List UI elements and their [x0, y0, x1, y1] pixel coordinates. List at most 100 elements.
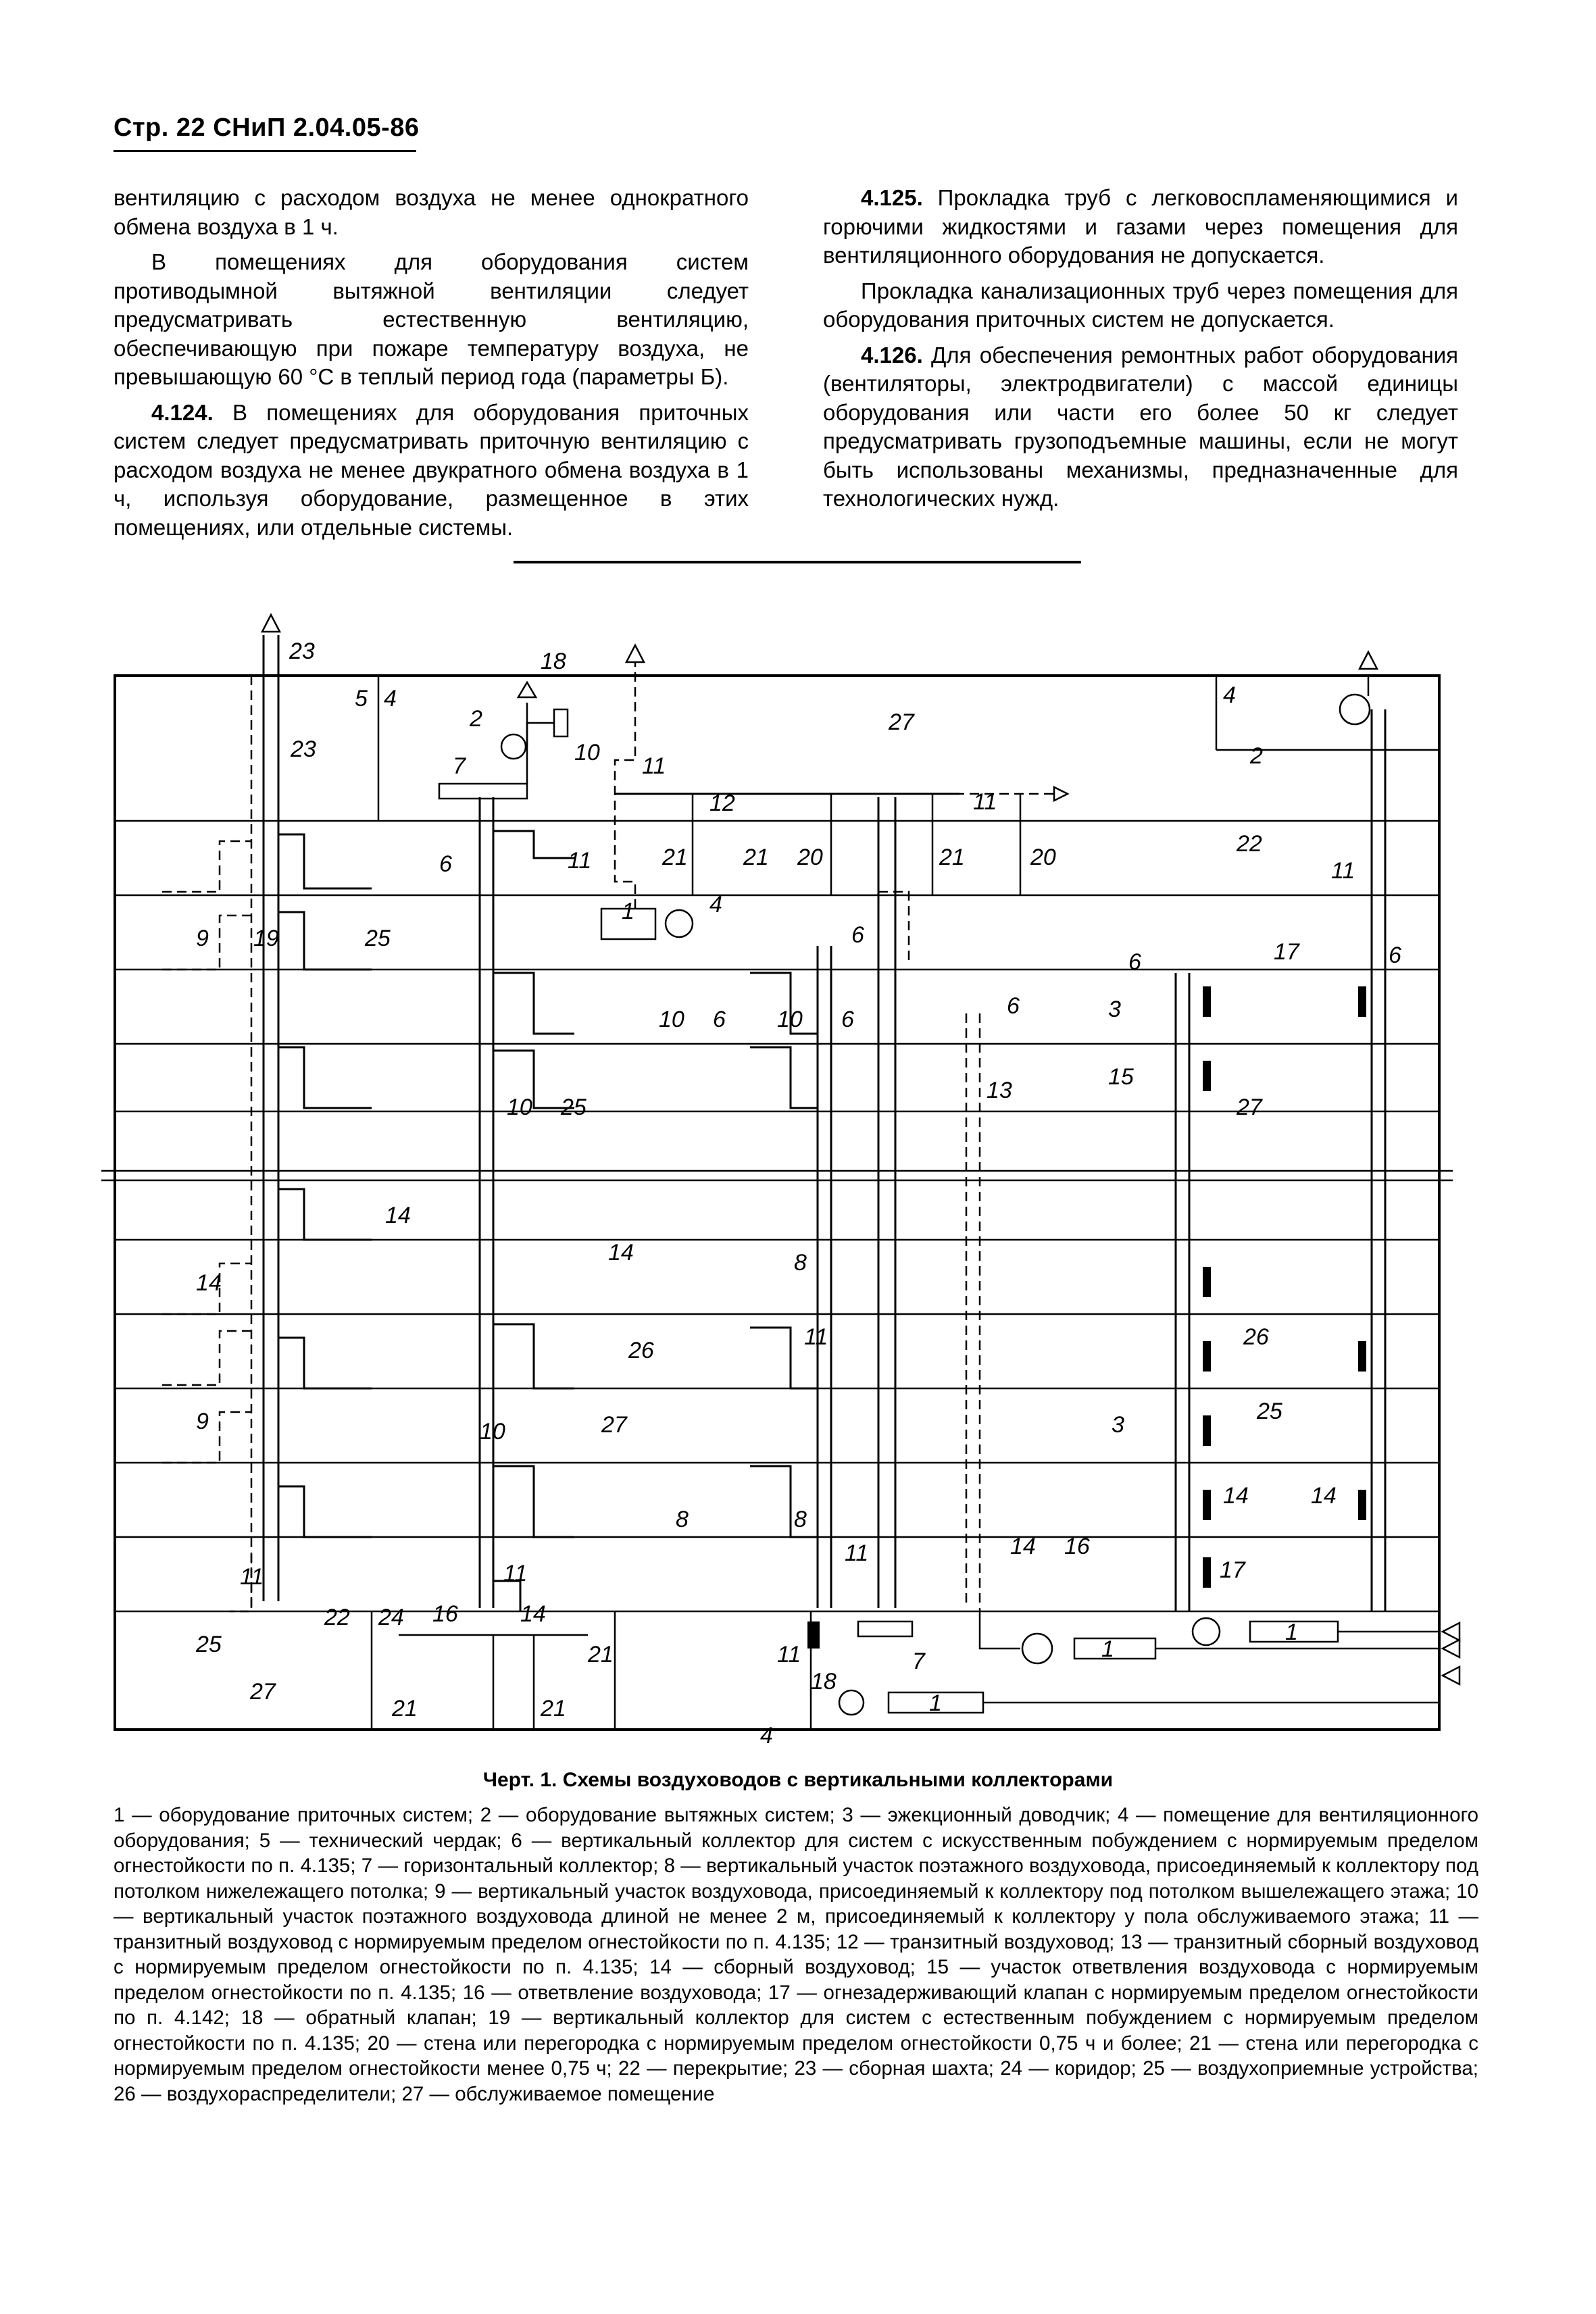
ejector-area — [965, 1013, 1461, 1686]
label-18: 18 — [811, 1669, 837, 1694]
label-14: 14 — [1010, 1534, 1036, 1559]
label-10: 10 — [507, 1095, 532, 1120]
page-header: Стр. 22 СНиП 2.04.05-86 — [114, 114, 420, 142]
label-25: 25 — [195, 1632, 222, 1657]
label-8: 8 — [676, 1507, 689, 1532]
label-3: 3 — [1112, 1412, 1124, 1438]
label-27: 27 — [601, 1412, 628, 1438]
label-13: 13 — [987, 1078, 1012, 1103]
branch-ducts-center — [493, 830, 574, 1611]
exhaust-collector-right — [1174, 650, 1387, 1611]
label-21: 21 — [540, 1696, 566, 1721]
label-20: 20 — [797, 845, 823, 870]
clause-text: Прокладка труб с легковоспламеняющимися … — [823, 185, 1458, 268]
label-9: 9 — [196, 1409, 209, 1434]
label-7: 7 — [453, 753, 466, 779]
label-10: 10 — [659, 1007, 684, 1032]
label-25: 25 — [560, 1095, 587, 1120]
label-14: 14 — [196, 1270, 222, 1296]
label-27: 27 — [249, 1679, 276, 1705]
label-25: 25 — [364, 926, 391, 951]
label-14: 14 — [520, 1601, 546, 1627]
label-21: 21 — [662, 845, 688, 870]
label-22: 22 — [1236, 831, 1262, 857]
label-21: 21 — [587, 1642, 614, 1667]
section-separator — [514, 561, 1081, 563]
left-paragraph-3: 4.124. В помещениях для оборудования при… — [114, 399, 749, 543]
label-11: 11 — [777, 1642, 801, 1667]
label-11: 11 — [845, 1540, 868, 1566]
label-20: 20 — [1030, 845, 1056, 870]
clause-text: В помещениях для оборудования приточных … — [114, 399, 749, 540]
label-17: 17 — [1220, 1557, 1246, 1583]
label-6: 6 — [1128, 949, 1141, 975]
label-2: 2 — [469, 706, 482, 732]
left-column: вентиляцию с расходом воздуха не менее о… — [114, 184, 749, 542]
label-11: 11 — [503, 1561, 527, 1586]
label-11: 11 — [240, 1564, 264, 1590]
vertical-collector-center — [438, 680, 569, 1608]
label-15: 15 — [1108, 1064, 1134, 1090]
clause-number: 4.126. — [861, 342, 923, 368]
label-2: 2 — [1249, 743, 1263, 769]
label-22: 22 — [324, 1605, 350, 1630]
label-6: 6 — [1389, 942, 1401, 968]
label-25: 25 — [1256, 1399, 1282, 1424]
label-14: 14 — [1311, 1483, 1337, 1509]
label-1: 1 — [1101, 1636, 1114, 1662]
label-21: 21 — [743, 845, 769, 870]
clause-text: Для обеспечения ремонтных работ оборудов… — [823, 342, 1458, 511]
label-10: 10 — [574, 740, 600, 765]
label-27: 27 — [1236, 1095, 1263, 1120]
label-6: 6 — [1007, 993, 1020, 1019]
label-11: 11 — [642, 753, 666, 779]
ventilation-diagram: 23 23 5 4 2 18 7 10 11 27 4 2 12 11 22 1… — [101, 613, 1461, 1749]
label-23: 23 — [289, 638, 315, 664]
basement — [370, 1611, 820, 1730]
label-4: 4 — [760, 1723, 773, 1749]
label-21: 21 — [939, 845, 965, 870]
label-10: 10 — [777, 1007, 803, 1032]
label-5: 5 — [355, 686, 368, 711]
label-11: 11 — [1331, 858, 1355, 884]
label-7: 7 — [912, 1649, 926, 1674]
branch-ducts-left — [162, 833, 372, 1613]
label-14: 14 — [1223, 1483, 1249, 1509]
label-8: 8 — [794, 1250, 807, 1276]
label-16: 16 — [1064, 1534, 1090, 1559]
label-4: 4 — [1223, 682, 1236, 708]
label-12: 12 — [709, 790, 735, 816]
label-6: 6 — [713, 1007, 726, 1032]
label-1: 1 — [622, 899, 634, 924]
right-column: 4.125. Прокладка труб с легковоспламеняю… — [823, 184, 1458, 513]
figure-caption: Черт. 1. Схемы воздуховодов с вертикальн… — [482, 1769, 1114, 1791]
header-rule — [114, 150, 416, 152]
label-24: 24 — [378, 1605, 404, 1630]
label-14: 14 — [608, 1240, 634, 1265]
collection-shaft — [250, 613, 282, 1611]
label-10: 10 — [480, 1419, 505, 1444]
clause-number: 4.124. — [151, 399, 214, 425]
right-paragraph-3: 4.126. Для обеспечения ремонтных работ о… — [823, 341, 1458, 513]
label-8: 8 — [794, 1507, 807, 1532]
label-18: 18 — [541, 649, 566, 674]
vertical-collector-right — [838, 785, 1439, 1716]
label-1: 1 — [1285, 1619, 1298, 1645]
label-11: 11 — [804, 1324, 828, 1350]
label-3: 3 — [1108, 997, 1121, 1022]
figure-legend: 1 — оборудование приточных систем; 2 — о… — [114, 1804, 1478, 2105]
label-6: 6 — [841, 1007, 854, 1032]
label-19: 19 — [253, 926, 279, 951]
label-11: 11 — [973, 789, 997, 815]
label-27: 27 — [888, 709, 915, 735]
label-11: 11 — [568, 848, 591, 874]
clause-number: 4.125. — [861, 185, 923, 210]
label-14: 14 — [385, 1203, 411, 1228]
label-21: 21 — [391, 1696, 418, 1721]
label-26: 26 — [1243, 1324, 1269, 1350]
label-1: 1 — [929, 1690, 942, 1716]
branch-ducts-right-center — [750, 946, 832, 1608]
label-17: 17 — [1274, 939, 1300, 965]
label-16: 16 — [432, 1601, 458, 1627]
label-4: 4 — [384, 686, 397, 711]
